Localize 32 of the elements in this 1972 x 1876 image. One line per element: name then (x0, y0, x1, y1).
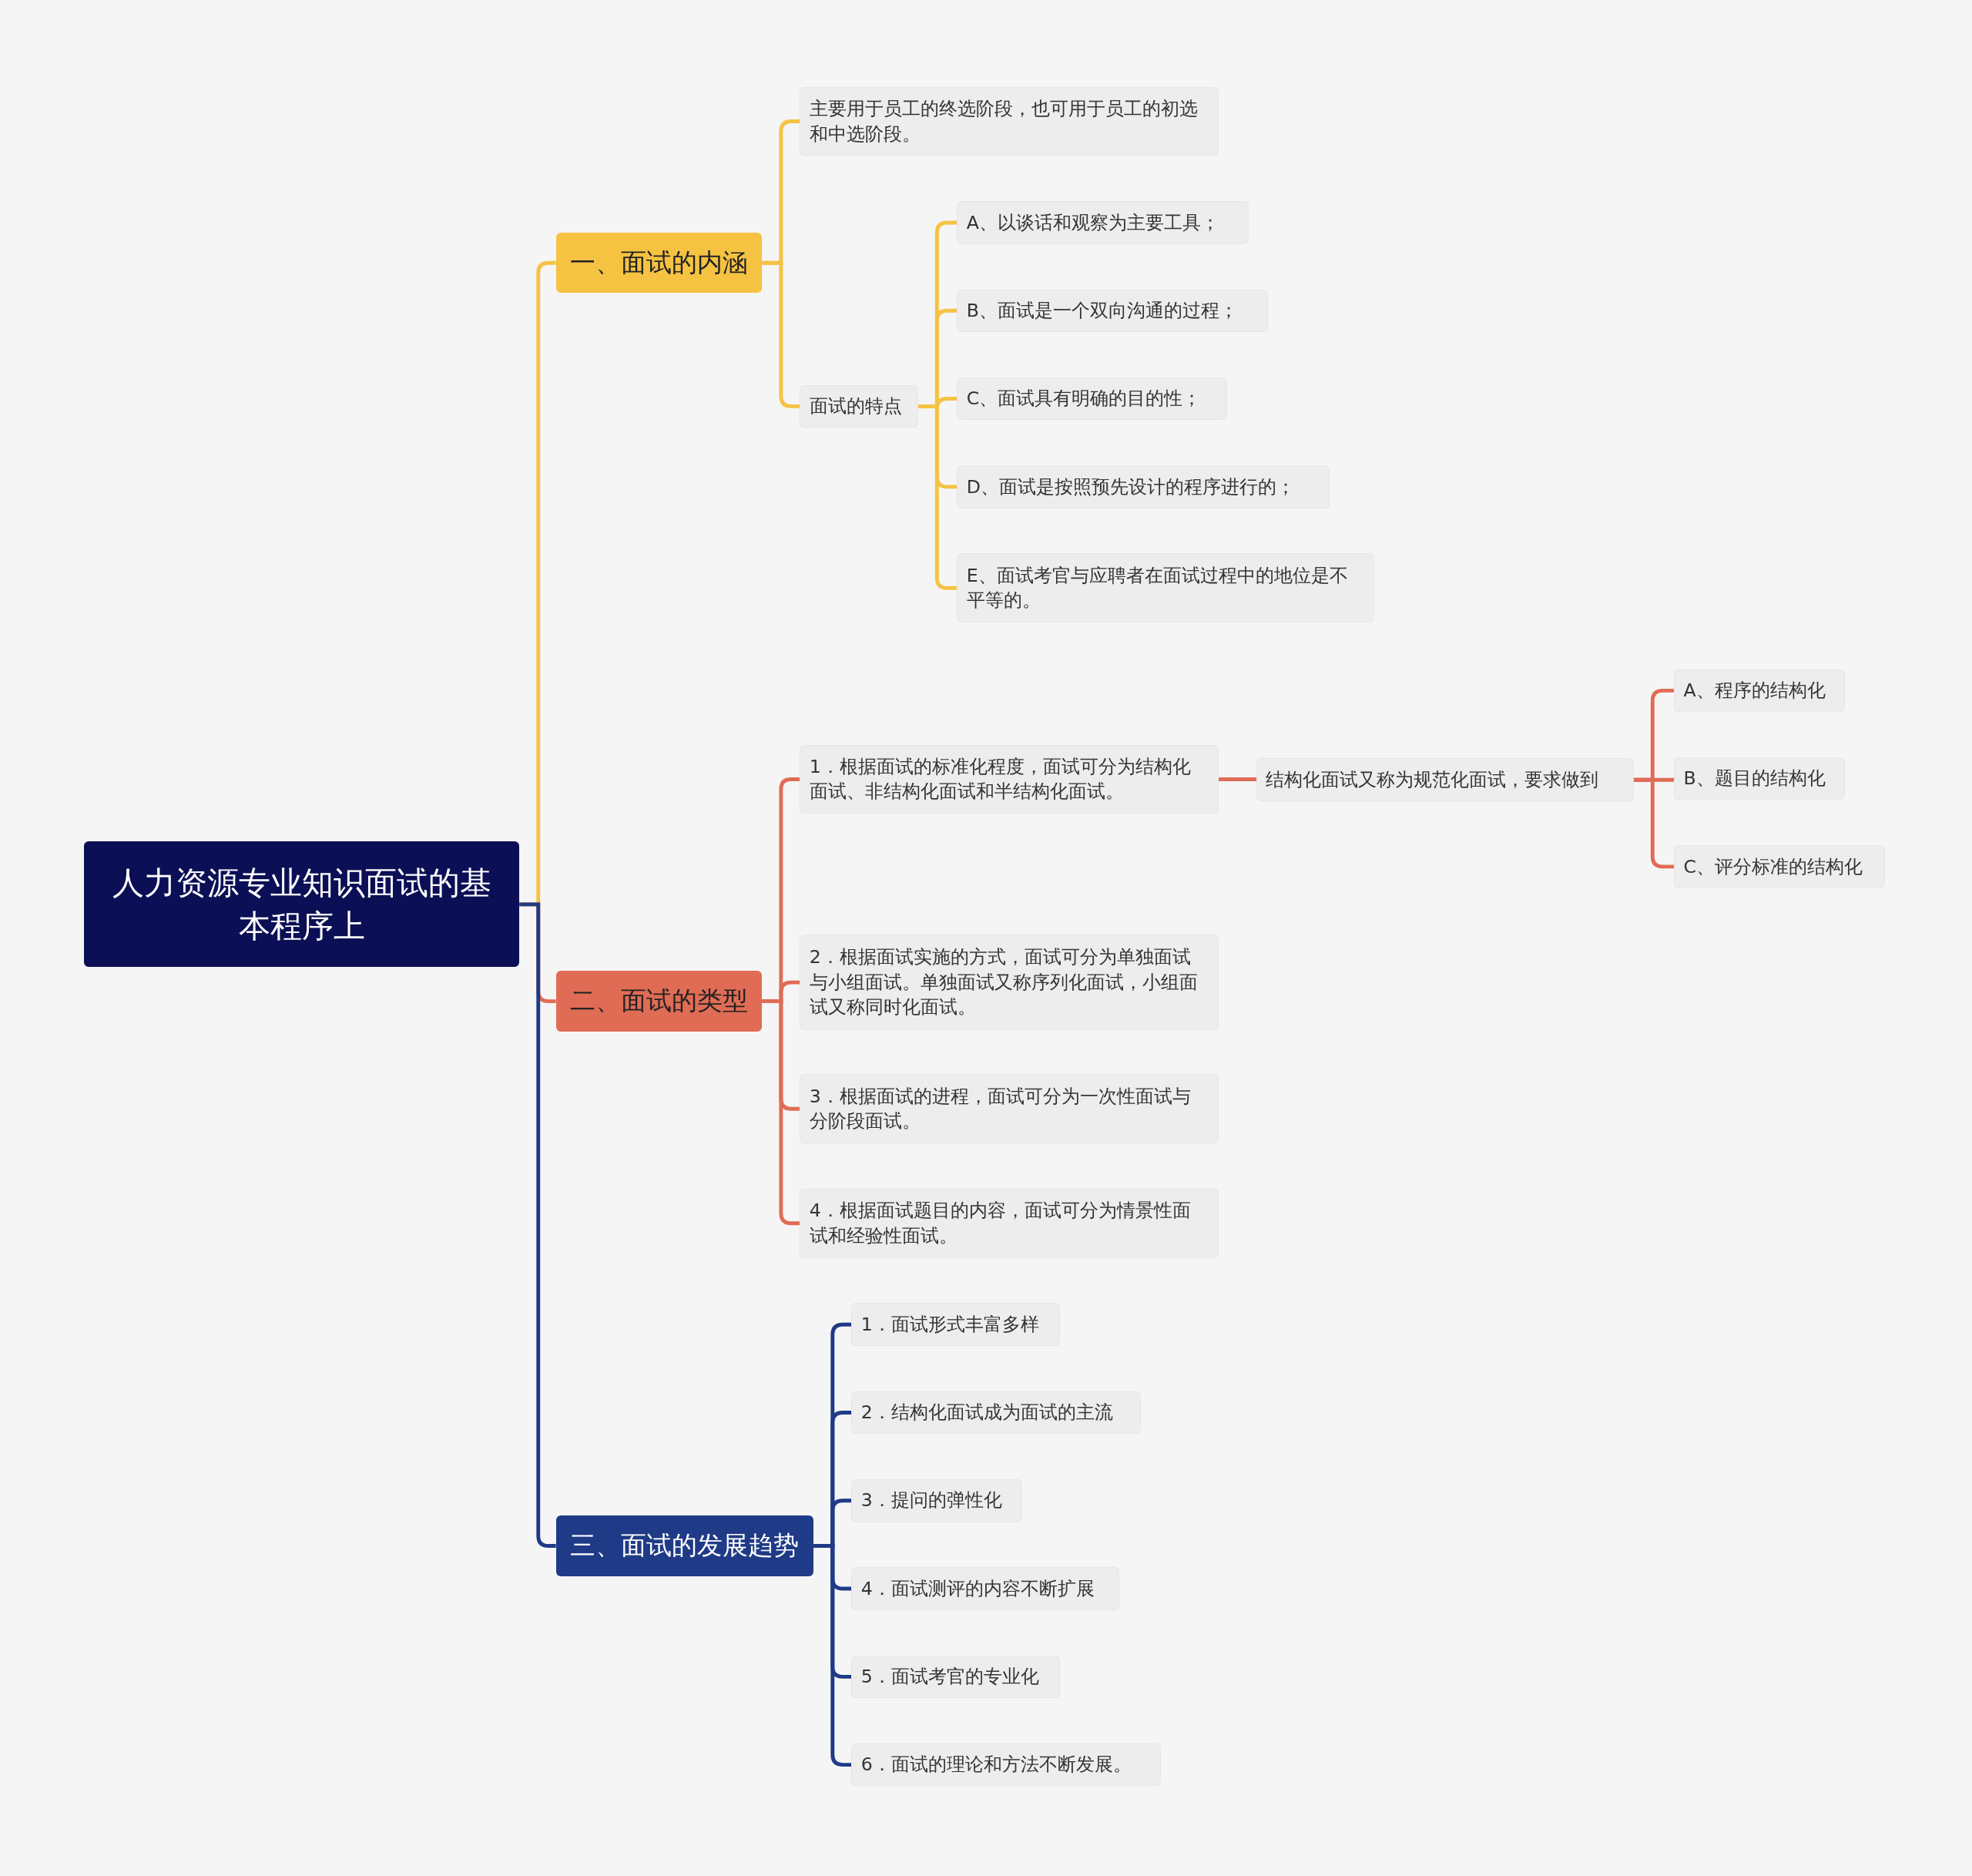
connector-line (1219, 777, 1256, 781)
topic-box: D、面试是按照预先设计的程序进行的； (957, 465, 1330, 508)
topic-box: 面试的特点 (800, 384, 918, 428)
topic-box: 主要用于员工的终选阶段，也可用于员工的初选和中选阶段。 (800, 86, 1219, 156)
topic-box: 3．提问的弹性化 (851, 1479, 1023, 1522)
topic-box: 2．根据面试实施的方式，面试可分为单独面试与小组面试。单独面试又称序列化面试，小组面试又称同时化面试。 (800, 935, 1219, 1031)
connector-line (519, 902, 556, 1548)
connector-line (762, 999, 800, 1226)
topic-box: 2．结构化面试成为面试的主流 (851, 1391, 1141, 1435)
topic-box: A、程序的结构化 (1674, 669, 1846, 713)
topic-box: 1．面试形式丰富多样 (851, 1303, 1061, 1346)
topic-box: B、面试是一个双向沟通的过程； (957, 289, 1268, 332)
topic-box: 4．面试测评的内容不断扩展 (851, 1567, 1120, 1610)
topic-box: C、面试具有明确的目的性； (957, 377, 1228, 421)
topic-box: 4．根据面试题目的内容，面试可分为情景性面试和经验性面试。 (800, 1188, 1219, 1258)
branch-topic-box: 三、面试的发展趋势 (555, 1515, 814, 1576)
topic-box: 6．面试的理论和方法不断发展。 (851, 1743, 1161, 1787)
topic-box: 5．面试考官的专业化 (851, 1655, 1061, 1699)
branch-topic-box: 二、面试的类型 (555, 971, 763, 1032)
topic-box: A、以谈话和观察为主要工具； (957, 201, 1249, 244)
topic-box: 结构化面试又称为规范化面试，要求做到 (1256, 758, 1634, 801)
connector-line (762, 260, 800, 408)
connector-line (813, 1544, 852, 1767)
branch-topic-box: 一、面试的内涵 (555, 233, 763, 294)
topic-box: 3．根据面试的进程，面试可分为一次性面试与分阶段面试。 (800, 1074, 1219, 1144)
topic-box: C、评分标准的结构化 (1674, 845, 1886, 888)
topic-box: E、面试考官与应聘者在面试过程中的地位是不平等的。 (957, 553, 1375, 623)
topic-box: B、题目的结构化 (1674, 757, 1846, 800)
topic-box: 1．根据面试的标准化程度，面试可分为结构化面试、非结构化面试和半结构化面试。 (800, 744, 1219, 814)
connector-line (917, 404, 957, 590)
connector-line (1633, 777, 1675, 869)
root-topic-box: 人力资源专业知识面试的基本程序上 (84, 841, 520, 968)
